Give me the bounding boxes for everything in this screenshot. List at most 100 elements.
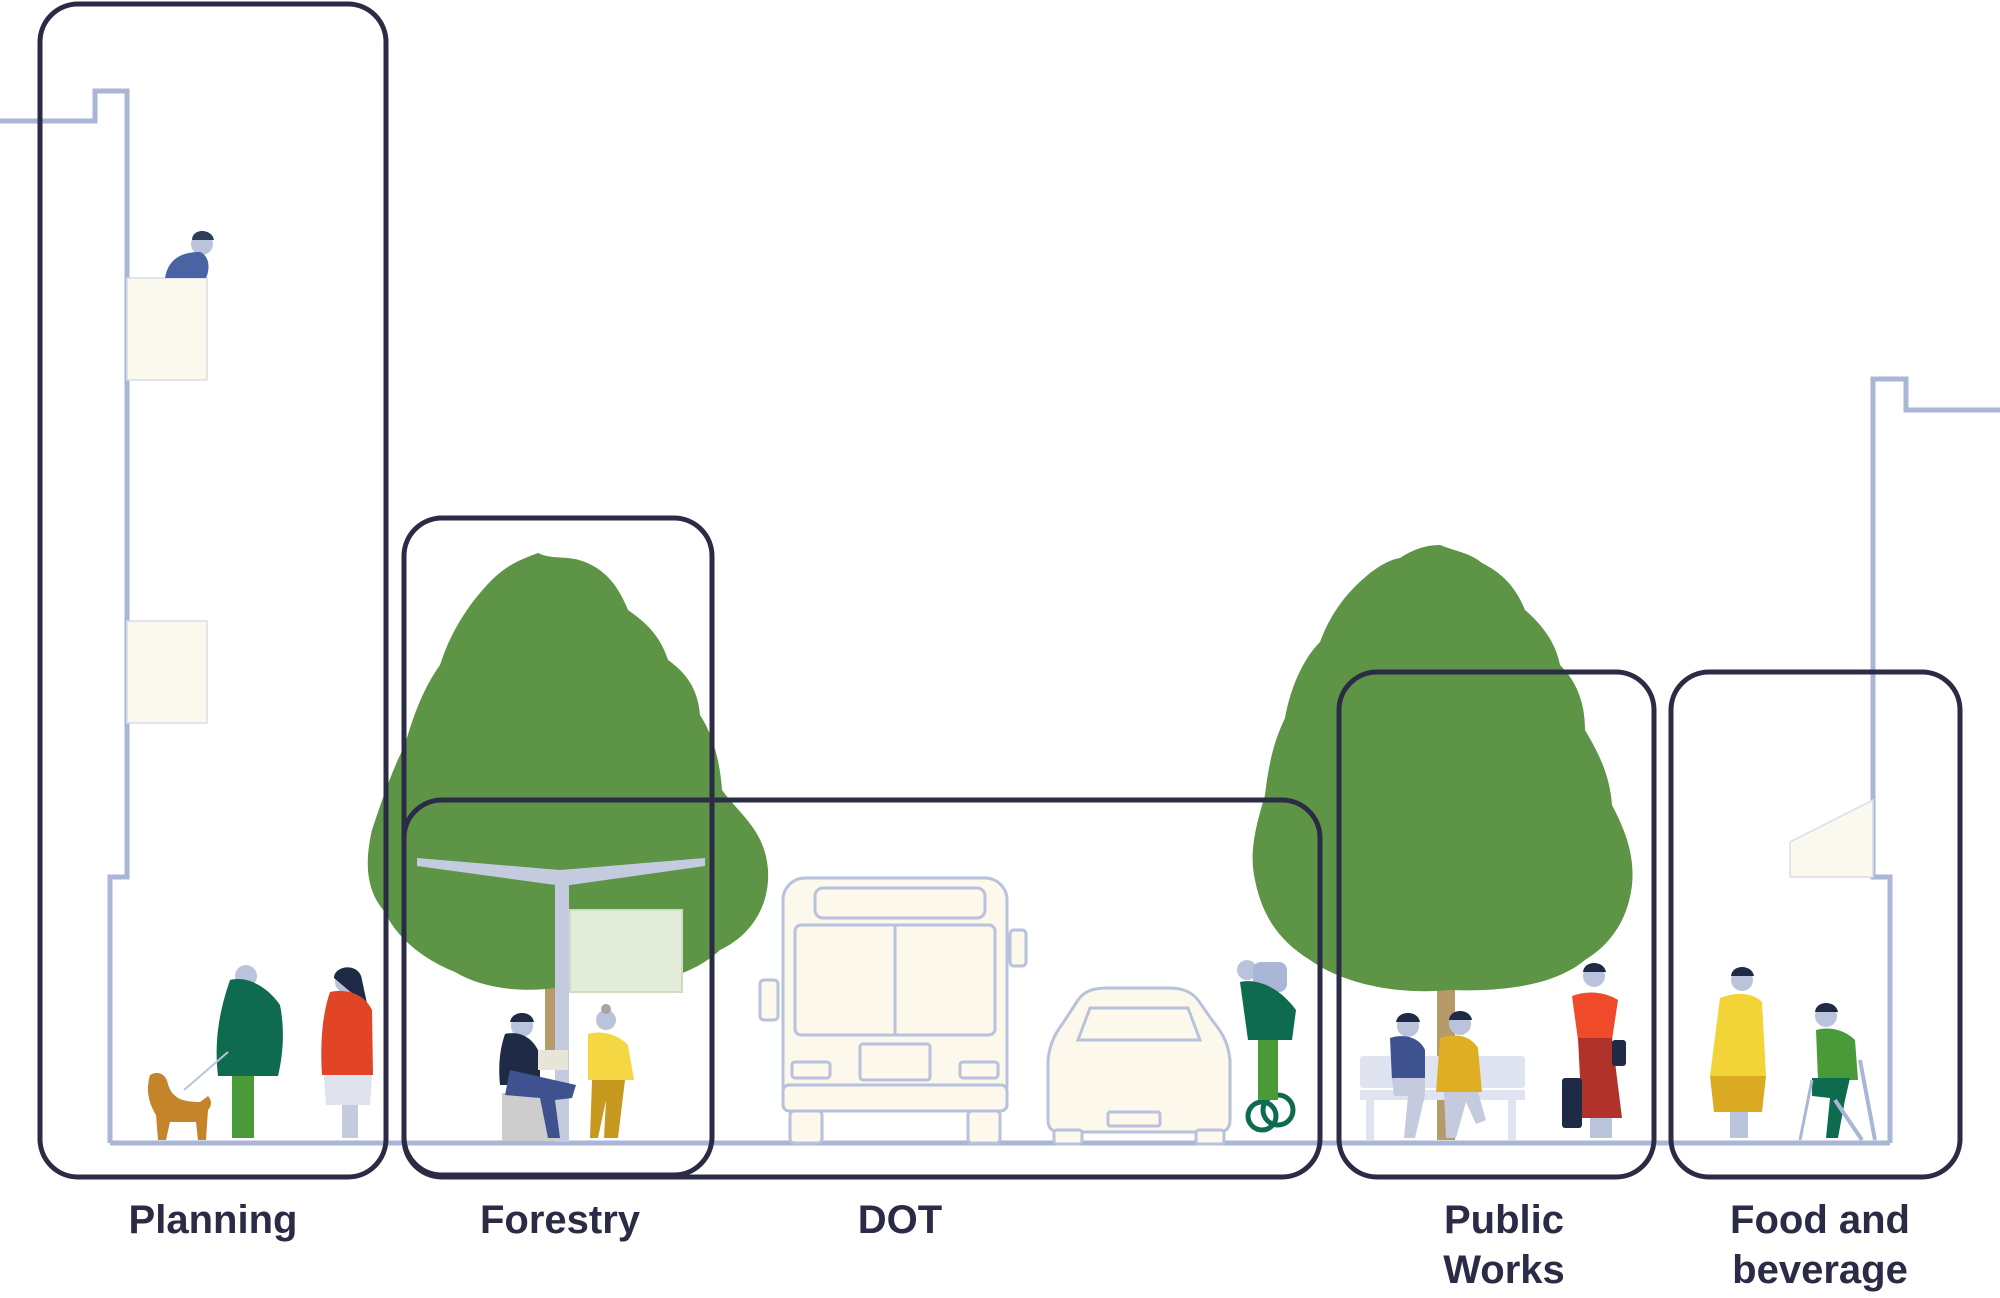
park-bench-leg-left xyxy=(1366,1100,1374,1140)
woman-yellow-coat-standing xyxy=(1710,967,1766,1138)
newspaper xyxy=(538,1050,568,1070)
woman-red-coat-coat xyxy=(321,990,373,1075)
right-building xyxy=(1789,376,2000,1143)
public-works-label-line2: Works xyxy=(1443,1248,1565,1292)
forestry-label-text: Forestry xyxy=(479,1198,641,1242)
car-wheel-right xyxy=(1194,1128,1226,1146)
public-works-frame xyxy=(1336,669,1657,1180)
woman-red-skirt-top xyxy=(1572,992,1618,1040)
balcony-person-hair xyxy=(192,231,214,240)
bus-mirror-left xyxy=(758,978,780,1022)
cafe-man-hair xyxy=(1815,1003,1838,1012)
tree-right-canopy xyxy=(1252,545,1633,992)
food-and-beverage-label: Food and beverage xyxy=(1690,1195,1950,1295)
dog-leash xyxy=(183,1051,229,1091)
car-windshield xyxy=(1075,1006,1203,1042)
park-bench-seat xyxy=(1360,1090,1525,1100)
bus-shelter xyxy=(417,858,705,1142)
woman-red-skirt-legs xyxy=(1590,1118,1612,1138)
shoulder-bag xyxy=(1612,1040,1626,1066)
public-works-label-line1: Public xyxy=(1443,1198,1565,1242)
bus-wheel-right xyxy=(966,1109,1002,1145)
food-and-beverage-label-line1: Food and xyxy=(1730,1198,1910,1242)
dot-label-text: DOT xyxy=(857,1198,943,1242)
park-bench-scene xyxy=(1360,1011,1525,1140)
woman-yellow-coat-legs xyxy=(1730,1112,1748,1138)
dot-label: DOT xyxy=(800,1195,1000,1245)
bus-shelter-glass xyxy=(569,909,683,993)
bicycle-wheel-back xyxy=(1245,1099,1279,1133)
man-at-cafe-table xyxy=(1798,1003,1877,1142)
car xyxy=(1046,986,1232,1146)
woman-yellow-coat-coat xyxy=(1710,993,1766,1076)
tree-left-canopy xyxy=(367,553,769,990)
dot-frame xyxy=(401,797,1323,1180)
woman-red-coat xyxy=(321,967,373,1138)
bus-wheel-left xyxy=(788,1109,824,1145)
dog xyxy=(147,1072,211,1140)
bus-shelter-roof xyxy=(417,858,705,886)
cafe-chair-leg-a xyxy=(1858,1059,1877,1141)
left-building xyxy=(0,88,208,1143)
bench-woman-dress xyxy=(1436,1035,1482,1092)
bus-headlight-left xyxy=(790,1060,832,1080)
dog-walker-legs xyxy=(232,1076,254,1138)
public-works-label: Public Works xyxy=(1404,1195,1604,1295)
left-building-window-lower xyxy=(126,620,208,724)
man-reading-hair xyxy=(510,1013,534,1022)
food-and-beverage-label-line2: beverage xyxy=(1732,1248,1908,1292)
bench-woman-hair xyxy=(1449,1011,1472,1020)
cyclist-torso xyxy=(1240,981,1296,1040)
car-plate xyxy=(1106,1110,1162,1128)
woman-yellow-legs xyxy=(590,1080,625,1138)
woman-yellow-at-shelter xyxy=(588,1004,634,1138)
right-building-awning xyxy=(1789,798,1874,878)
bus-bumper xyxy=(781,1083,1009,1113)
cyclist xyxy=(1237,960,1296,1133)
man-reading-torso xyxy=(499,1033,540,1085)
park-bench-leg-right xyxy=(1508,1100,1516,1140)
balcony-person-body xyxy=(165,252,209,278)
cyclist-legs xyxy=(1258,1040,1278,1100)
dog-walker xyxy=(147,965,283,1140)
bus-mirror-right xyxy=(1008,928,1028,968)
bus-shelter-post xyxy=(555,880,569,1142)
woman-yellow-coat-hair xyxy=(1731,967,1754,976)
forestry-label: Forestry xyxy=(460,1195,660,1245)
zone-frames xyxy=(37,1,1963,1180)
bench-man-torso xyxy=(1390,1036,1425,1080)
bus-grille xyxy=(858,1042,932,1082)
dog-walker-coat xyxy=(216,979,283,1076)
cyclist-head xyxy=(1237,960,1257,980)
woman-red-coat-skirt xyxy=(324,1075,372,1105)
food-and-beverage-frame xyxy=(1668,669,1963,1180)
bench-man-hair xyxy=(1396,1013,1420,1022)
woman-red-skirt-hair xyxy=(1583,963,1606,972)
cafe-table-leg xyxy=(1798,1079,1814,1141)
person-on-balcony xyxy=(165,231,214,278)
woman-red-skirt-skirt xyxy=(1578,1038,1622,1118)
woman-yellow-coat-skirt xyxy=(1710,1076,1766,1112)
left-building-window-upper xyxy=(126,277,208,381)
bus-destination-sign xyxy=(813,886,987,920)
woman-red-skirt-with-bag xyxy=(1562,963,1626,1138)
bus xyxy=(758,876,1028,1145)
man-reading-legs xyxy=(505,1070,576,1138)
woman-red-coat-legs xyxy=(342,1105,358,1138)
man-reading-on-bench xyxy=(499,1013,576,1141)
left-building-outline xyxy=(0,88,130,1143)
shopping-bag xyxy=(1562,1078,1582,1128)
woman-yellow-head xyxy=(596,1010,616,1030)
planning-label: Planning xyxy=(113,1195,313,1245)
planning-frame xyxy=(37,1,389,1180)
woman-yellow-bun xyxy=(601,1004,611,1014)
cafe-man-torso xyxy=(1816,1028,1858,1080)
planning-label-text: Planning xyxy=(128,1198,298,1242)
cafe-man-legs xyxy=(1812,1078,1850,1138)
right-building-outline xyxy=(1870,376,2000,1143)
bus-headlight-right xyxy=(958,1060,1000,1080)
bench-man-legs xyxy=(1392,1078,1425,1138)
cafe-chair-leg-b xyxy=(1833,1098,1864,1142)
woman-yellow-torso xyxy=(588,1032,634,1080)
